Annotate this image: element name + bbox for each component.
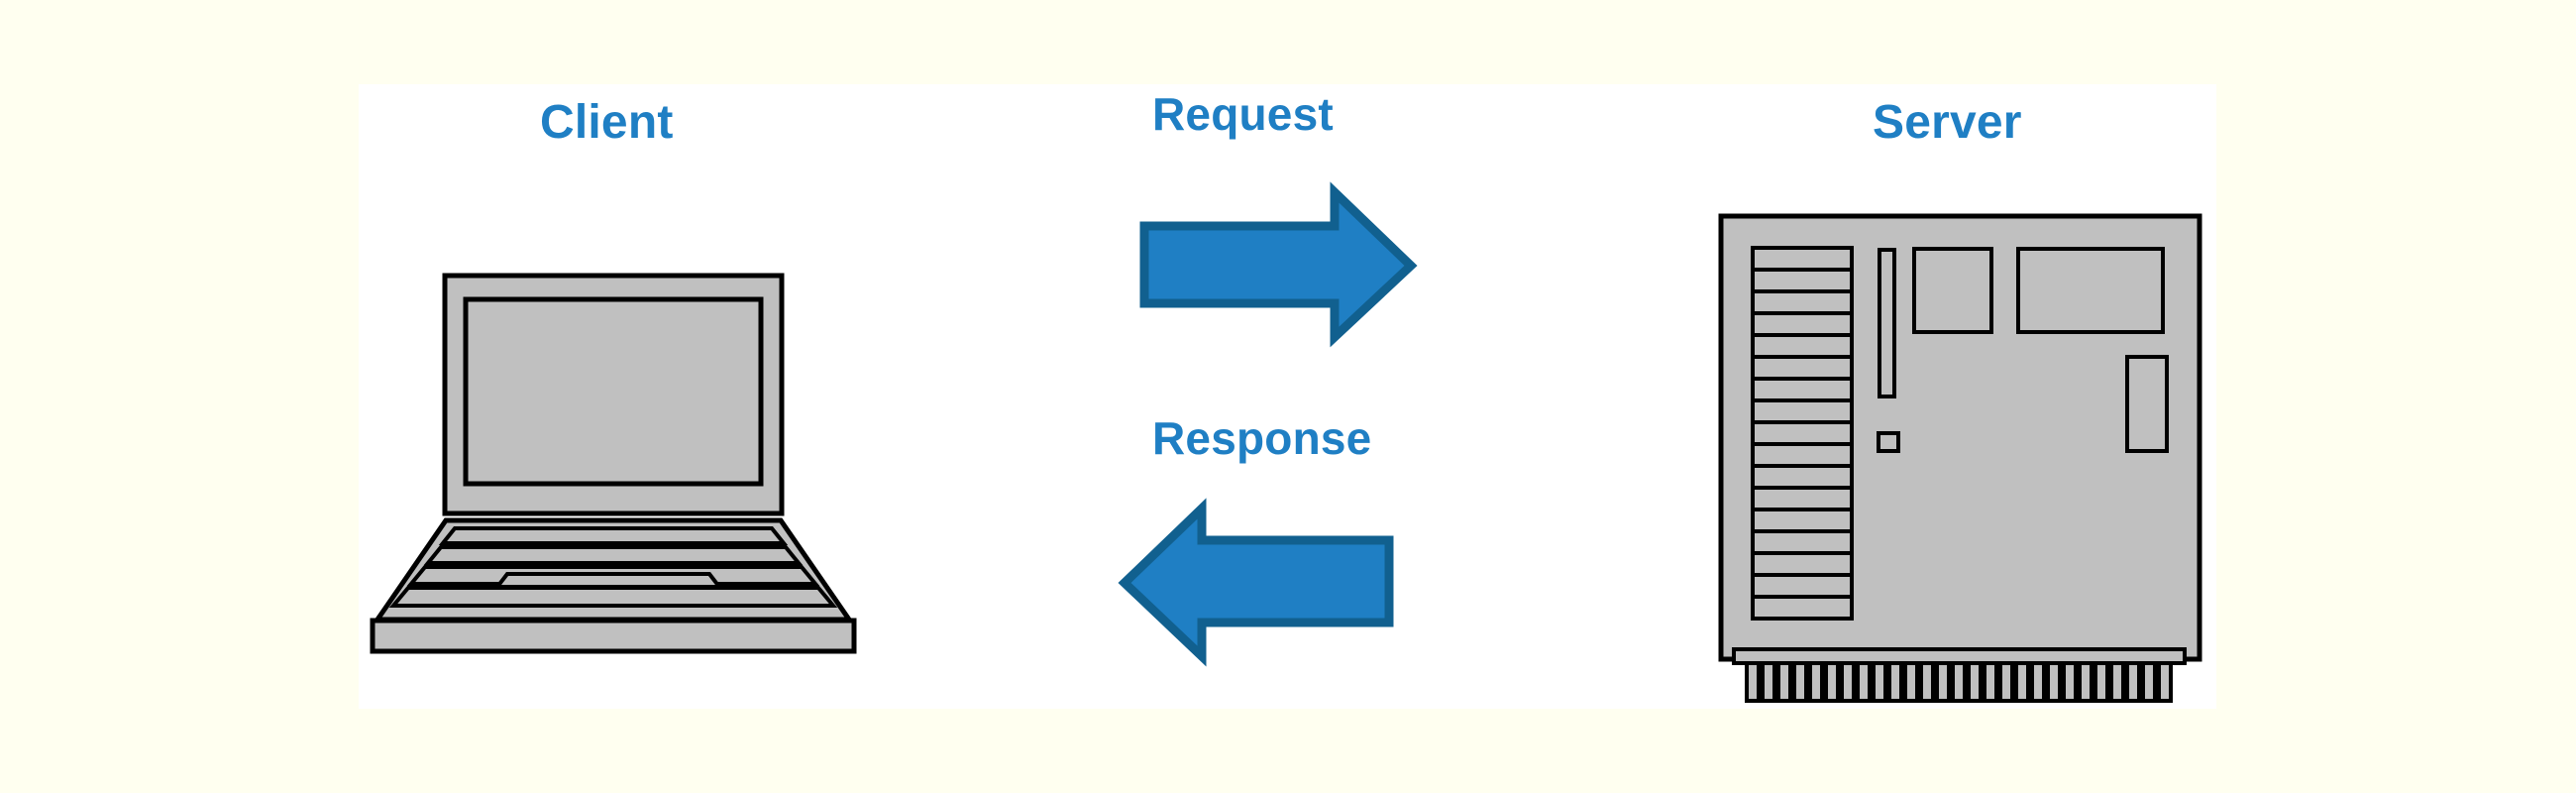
server-label: Server: [1873, 96, 2022, 149]
client-label: Client: [540, 96, 674, 149]
request-label: Request: [1152, 88, 1334, 140]
response-label: Response: [1152, 412, 1372, 464]
diagram-white-panel: [359, 84, 2216, 709]
